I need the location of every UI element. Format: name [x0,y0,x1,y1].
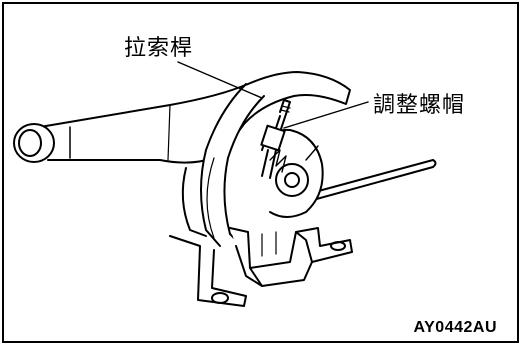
leader-cable-rod [177,61,263,99]
figure-code: AY0442AU [413,319,497,336]
base-bracket [169,227,353,307]
label-adjusting-nut: 調整螺帽 [373,93,466,118]
lever-arm [181,83,265,247]
leader-lines [177,61,369,129]
brake-cable [299,159,437,204]
leader-adjusting-nut [283,101,369,129]
ratchet-sector [261,128,324,218]
adjusting-rod [260,99,291,179]
label-cable-rod: 拉索桿 [124,36,194,61]
lever-handle [13,71,351,164]
